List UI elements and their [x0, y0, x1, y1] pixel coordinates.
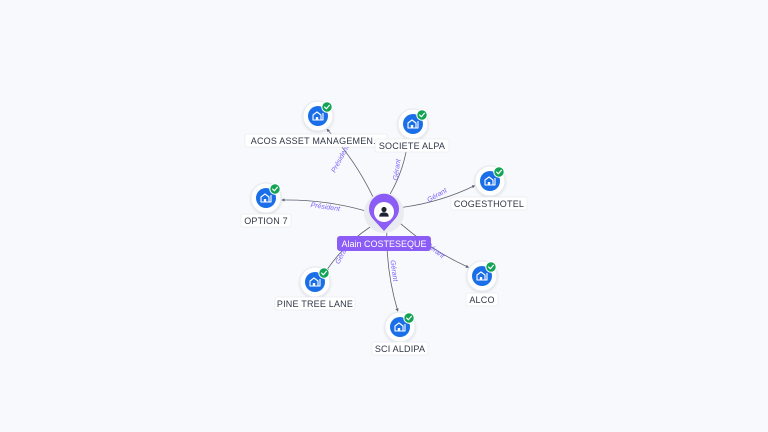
person-icon [379, 206, 389, 217]
company-label-box [240, 213, 292, 228]
verified-check-icon [321, 101, 333, 113]
edge-opt7 [281, 198, 365, 211]
company-name: OPTION 7 [244, 216, 288, 226]
company-name: ALCO [469, 295, 494, 305]
company-node-alpa[interactable]: SOCIETE ALPA [374, 108, 450, 153]
company-name: PINE TREE LANE [277, 299, 353, 309]
company-name: SCI ALDIPA [375, 344, 425, 354]
company-node-coges[interactable]: COGESTHOTEL [450, 165, 528, 211]
person-label-box [337, 236, 431, 251]
verified-check-icon [493, 166, 505, 178]
company-name: ACOS ASSET MANAGEMEN... [251, 136, 381, 146]
company-label-box [450, 196, 528, 211]
company-label-box [371, 341, 429, 356]
edge-label-coges: Gérant [426, 187, 449, 204]
verified-check-icon [269, 183, 281, 195]
company-node-alco[interactable]: ALCO [465, 260, 499, 307]
person-node[interactable]: Alain COSTESEQUE [337, 193, 431, 251]
company-node-acos[interactable]: ACOS ASSET MANAGEMEN... [244, 100, 388, 148]
company-label-box [274, 296, 356, 311]
verified-check-icon [318, 267, 330, 279]
verified-check-icon [403, 312, 415, 324]
edge-label-aldipa: Gérant [389, 260, 399, 283]
company-node-pine[interactable]: PINE TREE LANE [274, 266, 356, 311]
edge-label-alpa: Gérant [393, 158, 403, 181]
center-layer: Alain COSTESEQUE [337, 193, 431, 251]
company-name: SOCIETE ALPA [379, 141, 445, 151]
person-name: Alain COSTESEQUE [341, 239, 426, 249]
edge-label-opt7: Président [310, 202, 341, 213]
verified-check-icon [416, 109, 428, 121]
edge-coges [403, 185, 476, 208]
verified-check-icon [485, 261, 497, 273]
company-label-box [374, 138, 450, 153]
edge-alco [400, 223, 470, 268]
company-label-box [465, 292, 499, 307]
company-name: COGESTHOTEL [454, 199, 524, 209]
company-node-opt7[interactable]: OPTION 7 [240, 182, 292, 228]
edge-label-acos: Président [331, 144, 352, 174]
company-node-aldipa[interactable]: SCI ALDIPA [371, 311, 429, 356]
nodes-layer: ACOS ASSET MANAGEMEN...SOCIETE ALPA COGES… [240, 100, 528, 356]
